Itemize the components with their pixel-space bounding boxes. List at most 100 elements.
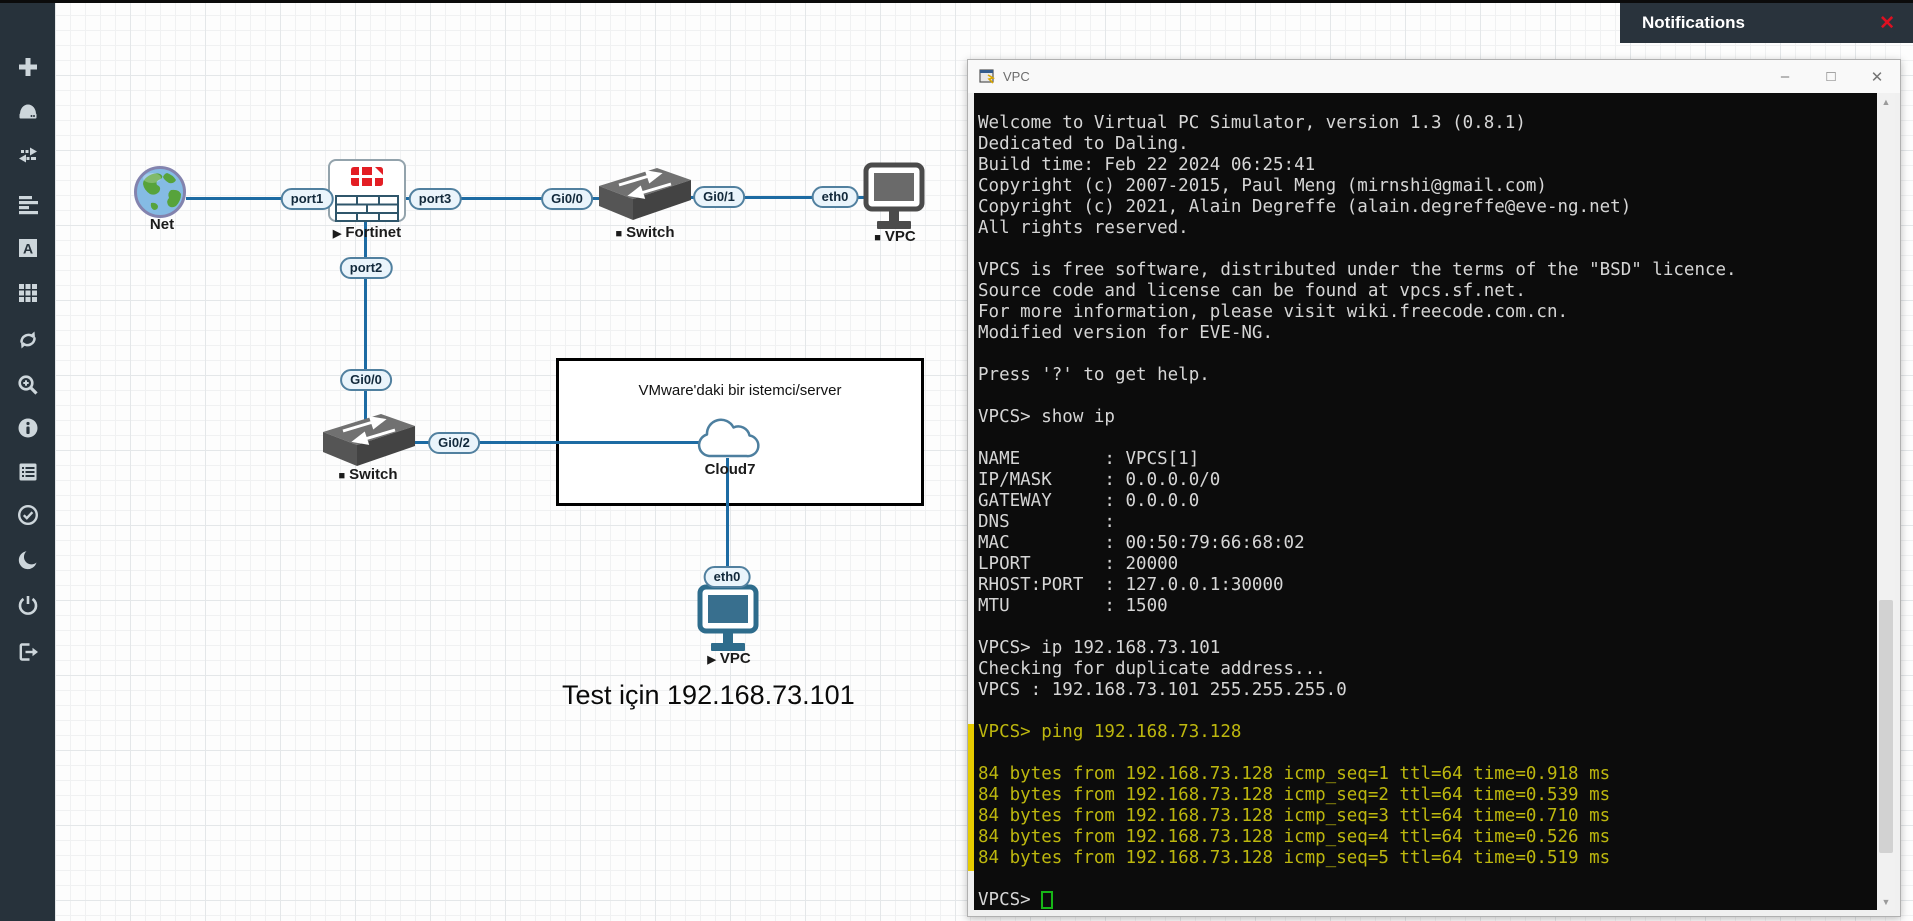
node-label-cloud7: Cloud7 — [704, 461, 756, 478]
terminal-line: Build time: Feb 22 2024 06:25:41 — [978, 155, 1316, 175]
close-button[interactable]: ✕ — [1870, 68, 1884, 86]
node-switch1[interactable] — [597, 164, 693, 222]
interface-label-port2: port2 — [339, 257, 393, 279]
terminal-line: 84 bytes from 192.168.73.128 icmp_seq=5 … — [978, 848, 1611, 868]
terminal-line: GATEWAY : 0.0.0.0 — [978, 491, 1200, 511]
terminal-line — [978, 344, 1879, 365]
check-circle-icon[interactable] — [0, 498, 55, 532]
scroll-down-arrow[interactable]: ▼ — [1881, 896, 1891, 907]
terminal-line: RHOST:PORT : 127.0.0.1:30000 — [978, 575, 1284, 595]
terminal-line: IP/MASK : 0.0.0.0/0 — [978, 470, 1221, 490]
link-fortinet-switch1 — [404, 197, 602, 200]
power-icon[interactable] — [0, 588, 55, 622]
link-switch1-vpc1 — [688, 196, 866, 199]
firewall-brick-icon — [335, 195, 399, 227]
terminal-line: 84 bytes from 192.168.73.128 icmp_seq=1 … — [978, 764, 1611, 784]
node-label-switch1: ■Switch — [615, 224, 675, 241]
terminal-line: VPCS> ping 192.168.73.128 — [978, 722, 1242, 742]
interface-label-gi00-a: Gi0/0 — [541, 188, 593, 210]
terminal-line: Dedicated to Daling. — [978, 134, 1189, 154]
exchange-arrows-icon[interactable] — [0, 138, 55, 172]
terminal-line — [978, 869, 1879, 890]
node-label-net: Net — [149, 216, 175, 233]
node-cloud7[interactable] — [694, 410, 762, 460]
terminal-line — [978, 428, 1879, 449]
vpc-terminal-window: VPC – □ ✕ Welcome to Virtual PC Simulato… — [967, 59, 1901, 917]
maximize-button[interactable]: □ — [1826, 68, 1836, 85]
plus-icon[interactable] — [0, 50, 55, 84]
terminal-line: MAC : 00:50:79:66:68:02 — [978, 533, 1305, 553]
top-strip — [0, 0, 1913, 3]
minimize-button[interactable]: – — [1780, 68, 1790, 85]
switch-icon — [597, 168, 693, 226]
text-box-icon[interactable]: A — [0, 231, 55, 265]
node-fortinet[interactable] — [328, 159, 406, 222]
monitor-icon — [697, 584, 759, 662]
terminal-line: LPORT : 20000 — [978, 554, 1179, 574]
node-label-vpc1: ■VPC — [874, 228, 916, 245]
terminal-line: MTU : 1500 — [978, 596, 1168, 616]
terminal-line: Source code and license can be found at … — [978, 281, 1526, 301]
node-net[interactable] — [133, 165, 187, 219]
terminal-scrollbar[interactable]: ▲ ▼ — [1877, 93, 1895, 910]
link-fortinet-switch2 — [364, 220, 367, 432]
terminal-line: Modified version for EVE-NG. — [978, 323, 1274, 343]
terminal-line: Copyright (c) 2021, Alain Degreffe (alai… — [978, 197, 1632, 217]
terminal-title: VPC — [1003, 69, 1030, 84]
terminal-output[interactable]: Welcome to Virtual PC Simulator, version… — [974, 93, 1879, 910]
link-cloud7-vpc2 — [726, 458, 729, 590]
node-label-fortinet: ▶Fortinet — [332, 224, 402, 241]
notifications-title: Notifications — [1642, 13, 1745, 32]
monitor-icon — [863, 162, 925, 240]
align-lines-icon[interactable] — [0, 187, 55, 221]
scroll-up-arrow[interactable]: ▲ — [1881, 96, 1891, 107]
terminal-line: Copyright (c) 2007-2015, Paul Meng (mirn… — [978, 176, 1547, 196]
terminal-line: Welcome to Virtual PC Simulator, version… — [978, 113, 1526, 133]
scroll-thumb[interactable] — [1879, 599, 1893, 853]
link-switch2-cloud7 — [408, 441, 700, 444]
terminal-line: NAME : VPCS[1] — [978, 449, 1200, 469]
terminal-line: Press '?' to get help. — [978, 365, 1210, 385]
terminal-line: VPCS is free software, distributed under… — [978, 260, 1737, 280]
terminal-app-icon — [979, 68, 996, 85]
node-vpc2[interactable] — [697, 584, 759, 658]
grid-icon[interactable] — [0, 276, 55, 310]
interface-label-eth0-b: eth0 — [703, 566, 751, 588]
node-label-vpc2: ▶VPC — [707, 650, 751, 667]
terminal-line — [978, 617, 1879, 638]
terminal-line: VPCS : 192.168.73.101 255.255.255.0 — [978, 680, 1347, 700]
terminal-line — [978, 386, 1879, 407]
node-switch2[interactable] — [321, 410, 417, 468]
list-icon[interactable] — [0, 455, 55, 489]
interface-label-port1: port1 — [280, 188, 334, 210]
globe-icon — [133, 166, 187, 223]
terminal-line: 84 bytes from 192.168.73.128 icmp_seq=4 … — [978, 827, 1611, 847]
node-label-switch2: ■Switch — [338, 466, 398, 483]
server-drive-icon[interactable] — [0, 94, 55, 128]
svg-text:A: A — [22, 241, 32, 257]
switch-icon — [321, 414, 417, 472]
terminal-line: All rights reserved. — [978, 218, 1189, 238]
notifications-close-icon[interactable]: ✕ — [1879, 12, 1895, 34]
sidebar: A — [0, 0, 55, 921]
info-icon[interactable] — [0, 411, 55, 445]
node-vpc1[interactable] — [863, 162, 925, 236]
terminal-cursor — [1040, 891, 1053, 909]
interface-label-port3: port3 — [408, 188, 462, 210]
terminal-prompt-line: VPCS> — [978, 890, 1879, 910]
moon-icon[interactable] — [0, 543, 55, 577]
shape-box-label: VMware'daki bir istemci/server — [638, 382, 842, 399]
logout-icon[interactable] — [0, 635, 55, 669]
terminal-line: 84 bytes from 192.168.73.128 icmp_seq=2 … — [978, 785, 1611, 805]
test-ip-annotation: Test için 192.168.73.101 — [562, 680, 855, 710]
refresh-icon[interactable] — [0, 323, 55, 357]
link-net-fortinet — [186, 197, 330, 200]
interface-label-gi01: Gi0/1 — [693, 186, 745, 208]
terminal-titlebar[interactable]: VPC – □ ✕ — [968, 60, 1900, 93]
zoom-in-icon[interactable] — [0, 368, 55, 402]
interface-label-gi02: Gi0/2 — [428, 432, 480, 454]
terminal-line: For more information, please visit wiki.… — [978, 302, 1569, 322]
terminal-line: VPCS> show ip — [978, 407, 1115, 427]
terminal-line: DNS : — [978, 512, 1115, 532]
